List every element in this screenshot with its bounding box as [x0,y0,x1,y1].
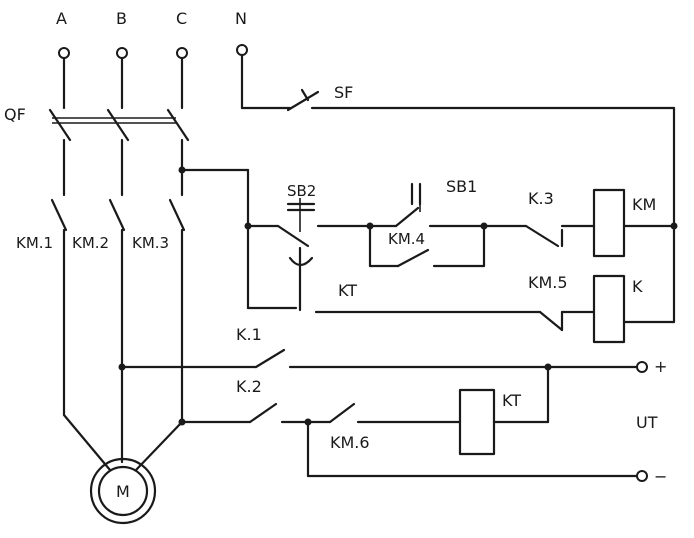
motor-inner-circle [97,465,149,517]
label-minus: − [654,467,667,486]
label-motor: M [116,482,130,501]
contactor-km-main: KM.1 KM.2 KM.3 [16,198,186,457]
label-phase-a: A [56,9,67,28]
label-plus: + [654,357,667,376]
motor-outer-circle [89,457,157,525]
label-coil-km: KM [632,195,656,214]
label-sf: SF [334,83,353,102]
coil-k: K [592,274,676,344]
label-coil-k: K [632,277,643,296]
coil-km: KM [592,188,676,258]
label-km1: KM.1 [16,234,53,252]
terminal-minus [636,470,648,482]
label-sb2: SB2 [287,182,316,200]
label-sb1: SB1 [446,177,477,196]
label-neutral-n: N [235,9,247,28]
output-ut: + − UT [636,357,667,486]
button-sb1: SB1 [368,177,486,228]
label-kt-contact: KT [338,281,357,300]
motor: M [62,413,184,525]
contact-k1: K.1 [120,325,640,369]
contact-k3: K.3 [482,189,596,248]
button-sb2: SB2 [276,182,372,248]
label-km6: KM.6 [330,433,370,452]
coil-kt: KT [458,365,550,456]
terminal-c [176,47,188,59]
breaker-qf: QF [4,105,190,197]
label-k3: K.3 [528,189,554,208]
label-km3: KM.3 [132,234,169,252]
contact-km4: KM.4 [368,224,486,268]
label-km5: KM.5 [528,273,568,292]
label-km4: KM.4 [388,230,425,248]
label-ut: UT [636,413,658,432]
contact-kt: KT [246,246,542,314]
label-phase-c: C [176,9,187,28]
contact-km5: KM.5 [528,273,596,332]
label-coil-kt: KT [502,391,521,410]
label-km2: KM.2 [72,234,109,252]
terminal-b [116,47,128,59]
label-k1: K.1 [236,325,262,344]
label-phase-b: B [116,9,127,28]
switch-sf: SF [240,83,676,112]
contact-km6: KM.6 [306,402,640,478]
terminal-n [236,44,248,56]
contact-k2: K.2 [180,377,310,424]
terminal-a [58,47,70,59]
label-qf: QF [4,105,26,124]
terminal-plus [636,361,648,373]
supply-terminals: A B C N [56,9,248,110]
label-k2: K.2 [236,377,262,396]
